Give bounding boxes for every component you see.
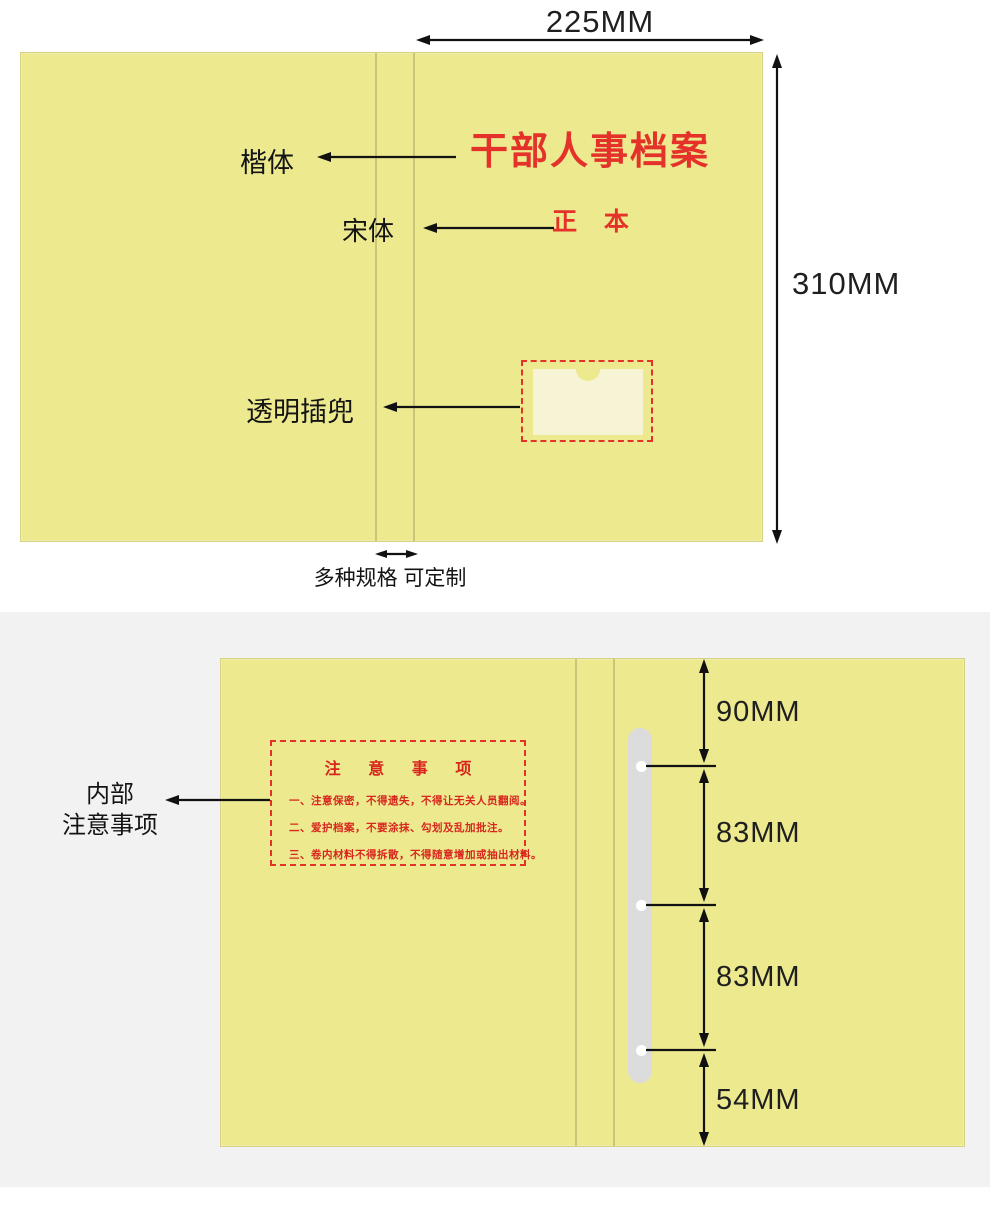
dimension-label-90mm: 90MM (716, 696, 801, 728)
notice-item: 二、爱护档案，不要涂抹、勾划及乱加批注。 (289, 822, 509, 834)
binding-hole (636, 761, 647, 772)
cover-subtitle: 正 本 (552, 207, 638, 236)
spine-note: 多种规格 可定制 (313, 567, 467, 590)
folder-cover (20, 52, 763, 542)
interior-fold-line-left (575, 659, 577, 1146)
arrow-right-icon (750, 35, 764, 45)
binding-hole (636, 900, 647, 911)
height-dimension-label: 310MM (792, 266, 901, 301)
interior-fold-line-right (613, 659, 615, 1146)
font-label-songti: 宋体 (342, 216, 395, 246)
arrow-right-icon (406, 550, 418, 558)
cover-title: 干部人事档案 (469, 128, 710, 173)
arrow-left-icon (375, 550, 387, 558)
width-dimension-label: 225MM (545, 4, 655, 39)
interior-callout-label: 内部 注意事项 (40, 779, 180, 841)
binding-hole (636, 1045, 647, 1056)
arrow-up-icon (772, 54, 782, 68)
pocket-thumb-notch (576, 369, 600, 381)
notice-item: 一、注意保密，不得遗失，不得让无关人员翻阅。 (289, 795, 531, 807)
transparent-pocket (533, 369, 643, 435)
spine-fold-line-right (413, 53, 415, 541)
dimension-label-83mm-upper: 83MM (716, 817, 801, 849)
pocket-label: 透明插兜 (246, 397, 354, 427)
notice-title: 注 意 事 项 (324, 759, 483, 778)
dimension-label-54mm: 54MM (716, 1084, 801, 1116)
transparent-pocket-outline (521, 360, 653, 442)
interior-callout-line2: 注意事项 (62, 812, 158, 839)
notice-item: 三、卷内材料不得拆散，不得随意增加或抽出材料。 (289, 849, 542, 861)
binding-strip (628, 728, 652, 1083)
folder-interior (220, 658, 965, 1147)
notice-items: 一、注意保密，不得遗失，不得让无关人员翻阅。 二、爱护档案，不要涂抹、勾划及乱加… (272, 788, 542, 869)
spine-fold-line-left (375, 53, 377, 541)
arrow-left-icon (416, 35, 430, 45)
dimension-label-83mm-lower: 83MM (716, 961, 801, 993)
arrow-down-icon (772, 530, 782, 544)
interior-callout-line1: 内部 (86, 781, 134, 808)
notice-box: 注 意 事 项 一、注意保密，不得遗失，不得让无关人员翻阅。 二、爱护档案，不要… (270, 740, 542, 869)
font-label-kaiti: 楷体 (240, 148, 294, 178)
